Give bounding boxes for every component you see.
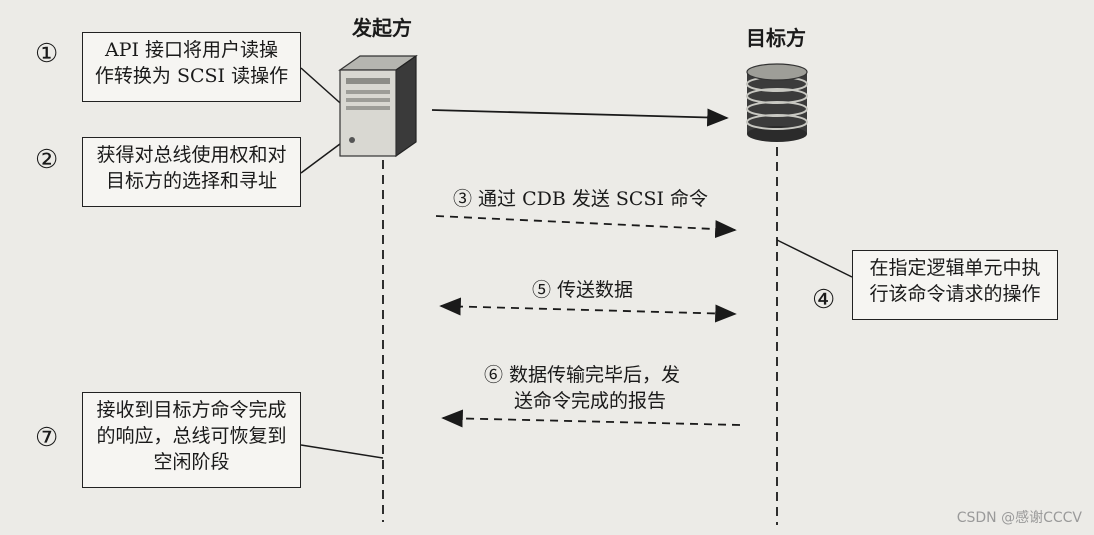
step3-label: ③ 通过 CDB 发送 SCSI 命令 xyxy=(453,188,709,210)
step7-number: ⑦ xyxy=(35,423,59,453)
step1-line1: API 接口将用户读操 xyxy=(104,39,279,61)
step7-line3: 空闲阶段 xyxy=(153,451,230,473)
server-icon xyxy=(338,54,418,158)
step2-box: 获得对总线使用权和对 目标方的选择和寻址 xyxy=(82,137,301,207)
connect-arrow xyxy=(431,108,729,127)
step6-line1: ⑥ 数据传输完毕后，发 xyxy=(484,364,681,386)
step1-number: ① xyxy=(35,39,59,69)
step2-line1: 获得对总线使用权和对 xyxy=(96,144,287,166)
step4-box: 在指定逻辑单元中执 行该命令请求的操作 xyxy=(852,250,1058,320)
step1-line2: 作转换为 SCSI 读操作 xyxy=(94,65,289,87)
step4-line2: 行该命令请求的操作 xyxy=(869,283,1041,305)
initiator-title: 发起方 xyxy=(352,16,412,40)
step2-line2: 目标方的选择和寻址 xyxy=(105,170,277,192)
target-title: 目标方 xyxy=(746,26,806,50)
watermark: CSDN @感谢CCCV xyxy=(956,510,1082,526)
step7-line1: 接收到目标方命令完成 xyxy=(96,399,287,421)
step4-number: ④ xyxy=(812,285,836,315)
step1-box: API 接口将用户读操 作转换为 SCSI 读操作 xyxy=(82,32,301,102)
step4-leader xyxy=(776,239,853,278)
step7-line2: 的响应，总线可恢复到 xyxy=(96,425,287,447)
step7-leader xyxy=(300,444,384,459)
step3-arrow xyxy=(435,215,737,239)
disk-stack-icon xyxy=(746,63,808,142)
step2-number: ② xyxy=(35,145,59,175)
step7-box: 接收到目标方命令完成 的响应，总线可恢复到 空闲阶段 xyxy=(82,392,301,488)
step5-arrow xyxy=(439,297,737,323)
step4-line1: 在指定逻辑单元中执 xyxy=(869,257,1041,279)
step5-label: ⑤ 传送数据 xyxy=(532,279,634,301)
step6-arrow xyxy=(441,409,741,428)
step6-line2: 送命令完成的报告 xyxy=(514,390,667,412)
